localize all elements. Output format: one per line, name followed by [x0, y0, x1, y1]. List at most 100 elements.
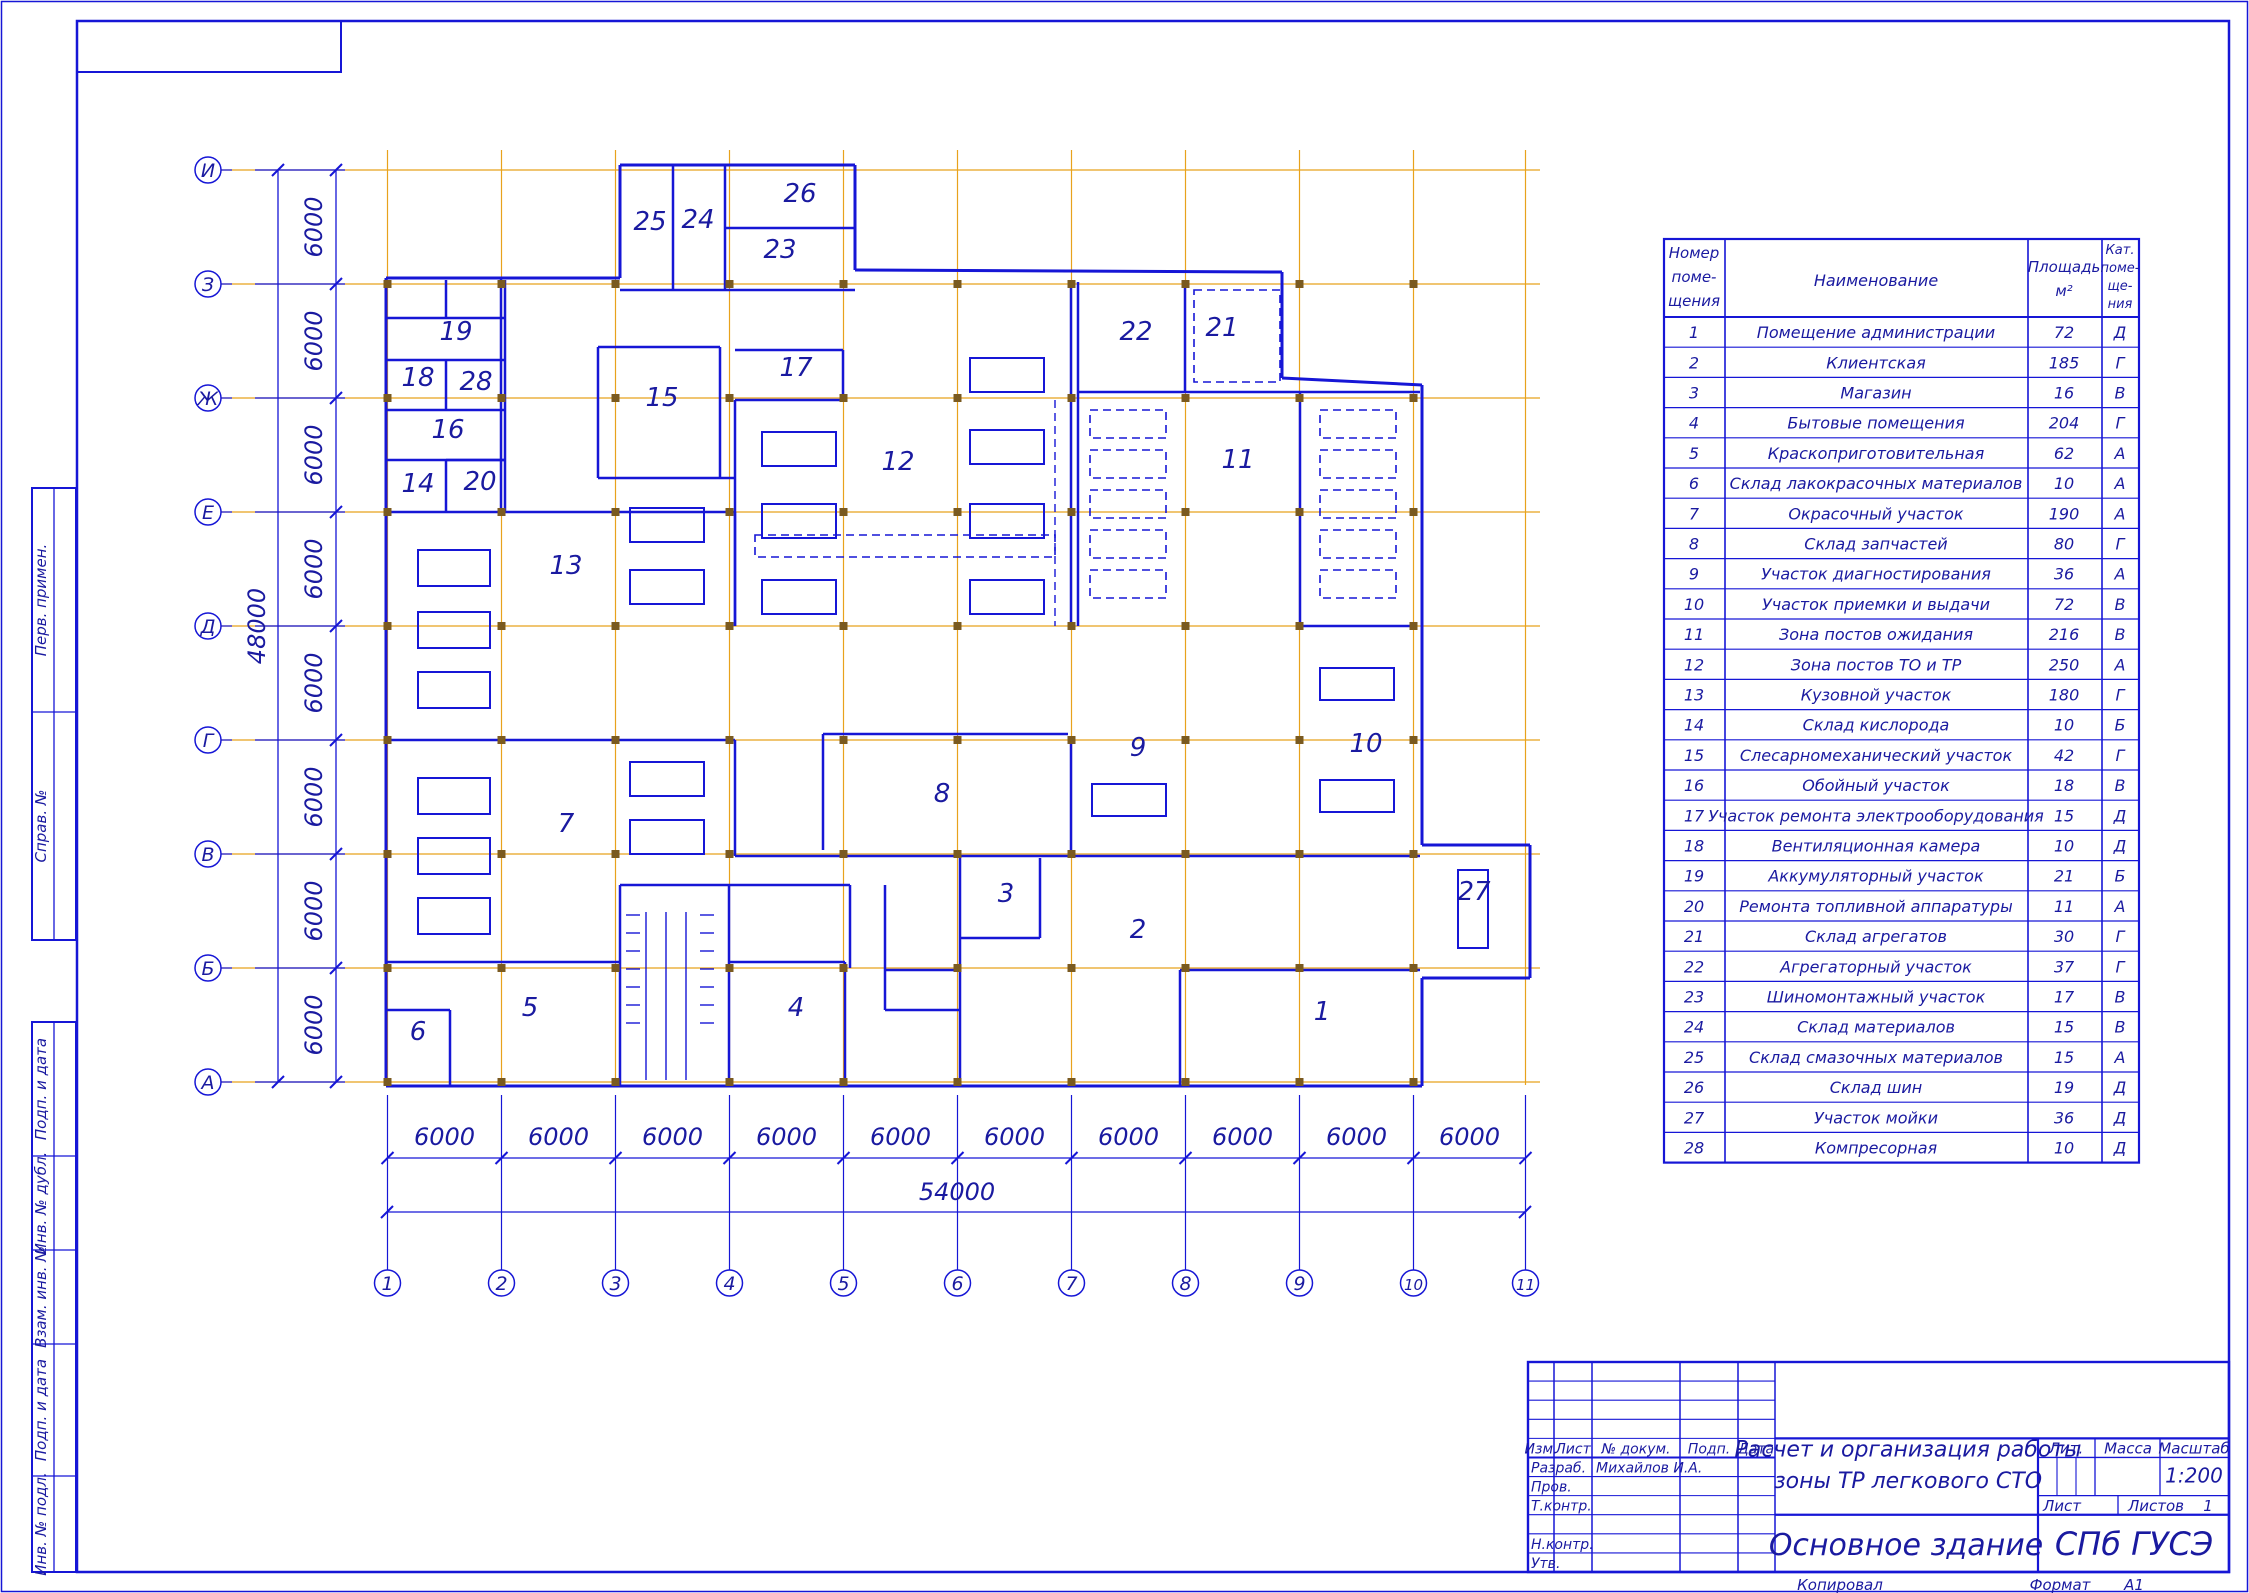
- equipment-outline: [1091, 783, 1167, 817]
- dim-tick: [329, 961, 343, 975]
- table-cell-name: Краскоприготовительная: [1768, 444, 1985, 463]
- table-cell-name: Зона постов ожидания: [1779, 625, 1973, 644]
- table-cell-number: 5: [1689, 444, 1699, 463]
- column-post: [839, 280, 848, 288]
- column-post: [611, 622, 620, 630]
- table-cell-category: Б: [2115, 867, 2126, 886]
- axis-label-Д: Д: [200, 616, 216, 638]
- table-cell-number: 17: [1684, 806, 1705, 825]
- table-cell-name: Склад материалов: [1797, 1018, 1955, 1037]
- dim-label-horizontal: 6000: [642, 1123, 703, 1151]
- room-label-7: 7: [558, 809, 575, 839]
- column-post: [1295, 622, 1304, 630]
- dim-tick: [329, 1075, 343, 1089]
- table-cell-area: 36: [2054, 565, 2074, 584]
- axis-bubble-6: [943, 1269, 972, 1297]
- column-post: [611, 1078, 620, 1086]
- axis-bubble-3: [601, 1269, 630, 1297]
- copied-label: Копировал: [1797, 1576, 1883, 1593]
- column-post: [1181, 850, 1190, 858]
- column-post: [1295, 1078, 1304, 1086]
- axis-label-11: 11: [1516, 1276, 1535, 1294]
- dim-label-horizontal: 6000: [1439, 1123, 1500, 1151]
- column-post: [497, 280, 506, 288]
- table-cell-category: Г: [2116, 353, 2126, 372]
- room-label-11: 11: [1221, 445, 1254, 475]
- dim-tick: [329, 163, 343, 177]
- column-post: [1409, 394, 1418, 402]
- axis-label-8: 8: [1179, 1273, 1191, 1295]
- room-label-28: 28: [459, 367, 492, 397]
- room-label-19: 19: [439, 317, 472, 347]
- title-block-col-label: Подп.: [1688, 1441, 1730, 1457]
- dim-label-vertical: 6000: [300, 994, 328, 1055]
- room-schedule-table: Номерпоме-щенияНаименованиеПлощадьм²Кат.…: [1662, 237, 2141, 1164]
- equipment-outline: [969, 357, 1045, 393]
- axis-label-З: З: [202, 274, 214, 296]
- sheet-title: Основное здание: [1769, 1528, 2043, 1563]
- title-block-col-label: Изм.: [1525, 1441, 1558, 1457]
- title-block-name: Михайлов И.А.: [1596, 1461, 1702, 1477]
- column-post: [953, 280, 962, 288]
- column-post: [1409, 280, 1418, 288]
- axis-bubble-10: [1399, 1269, 1428, 1297]
- table-cell-area: 10: [2054, 837, 2074, 856]
- dim-label-horizontal: 6000: [984, 1123, 1045, 1151]
- column-post: [611, 280, 620, 288]
- table-cell-name: Клиентская: [1826, 353, 1926, 372]
- column-post: [839, 964, 848, 972]
- document-title-line: Расчет и организация работы: [1735, 1438, 2082, 1463]
- dim-label-horizontal: 6000: [870, 1123, 931, 1151]
- column-post: [1181, 394, 1190, 402]
- table-cell-number: 28: [1684, 1139, 1704, 1158]
- dim-tick: [1178, 1151, 1193, 1165]
- dim-tick: [1518, 1151, 1533, 1165]
- table-cell-name: Участок диагностирования: [1761, 565, 1991, 584]
- dim-label-vertical: 6000: [300, 652, 328, 713]
- table-cell-area: 10: [2054, 716, 2074, 735]
- room-label-1: 1: [1314, 997, 1331, 1027]
- column-post: [839, 394, 848, 402]
- column-post: [1067, 508, 1076, 516]
- column-post: [953, 736, 962, 744]
- equipment-outline: [417, 611, 491, 649]
- table-cell-number: 1: [1689, 323, 1699, 342]
- column-post: [1409, 1078, 1418, 1086]
- table-header-number: Номер: [1669, 244, 1720, 262]
- table-cell-area: 72: [2054, 323, 2074, 342]
- table-cell-name: Магазин: [1840, 384, 1911, 403]
- table-cell-area: 17: [2054, 988, 2075, 1007]
- table-header-area: Площадь: [2028, 258, 2101, 276]
- title-block-col-label: Дата: [1737, 1441, 1774, 1457]
- table-cell-area: 30: [2054, 927, 2074, 946]
- title-block-frame: [1526, 1360, 2231, 1574]
- column-post: [611, 508, 620, 516]
- table-cell-area: 18: [2054, 776, 2074, 795]
- equipment-outline: [1319, 779, 1395, 813]
- dim-tick: [722, 1151, 737, 1165]
- dim-label-vertical: 6000: [300, 880, 328, 941]
- column-post: [497, 394, 506, 402]
- dim-tick: [1064, 1151, 1079, 1165]
- table-cell-number: 10: [1684, 595, 1704, 614]
- title-block-role: Разраб.: [1531, 1461, 1586, 1477]
- axis-bubble-8: [1171, 1269, 1200, 1297]
- table-cell-category: А: [2114, 444, 2126, 463]
- dim-label-horizontal: 6000: [528, 1123, 589, 1151]
- table-header-category: поме-: [2101, 261, 2140, 276]
- table-cell-name: Зона постов ТО и ТР: [1791, 655, 1962, 674]
- column-post: [839, 622, 848, 630]
- side-stamp-label: Взам. инв. №: [32, 1246, 50, 1348]
- table-cell-number: 14: [1684, 716, 1704, 735]
- equipment-outline: [761, 579, 837, 615]
- table-cell-category: А: [2114, 897, 2126, 916]
- room-label-27: 27: [1457, 877, 1491, 907]
- table-cell-area: 185: [2049, 353, 2080, 372]
- column-post: [1295, 736, 1304, 744]
- table-cell-category: В: [2115, 988, 2126, 1007]
- table-cell-area: 216: [2049, 625, 2080, 644]
- room-label-16: 16: [431, 415, 464, 445]
- table-cell-category: Г: [2116, 414, 2126, 433]
